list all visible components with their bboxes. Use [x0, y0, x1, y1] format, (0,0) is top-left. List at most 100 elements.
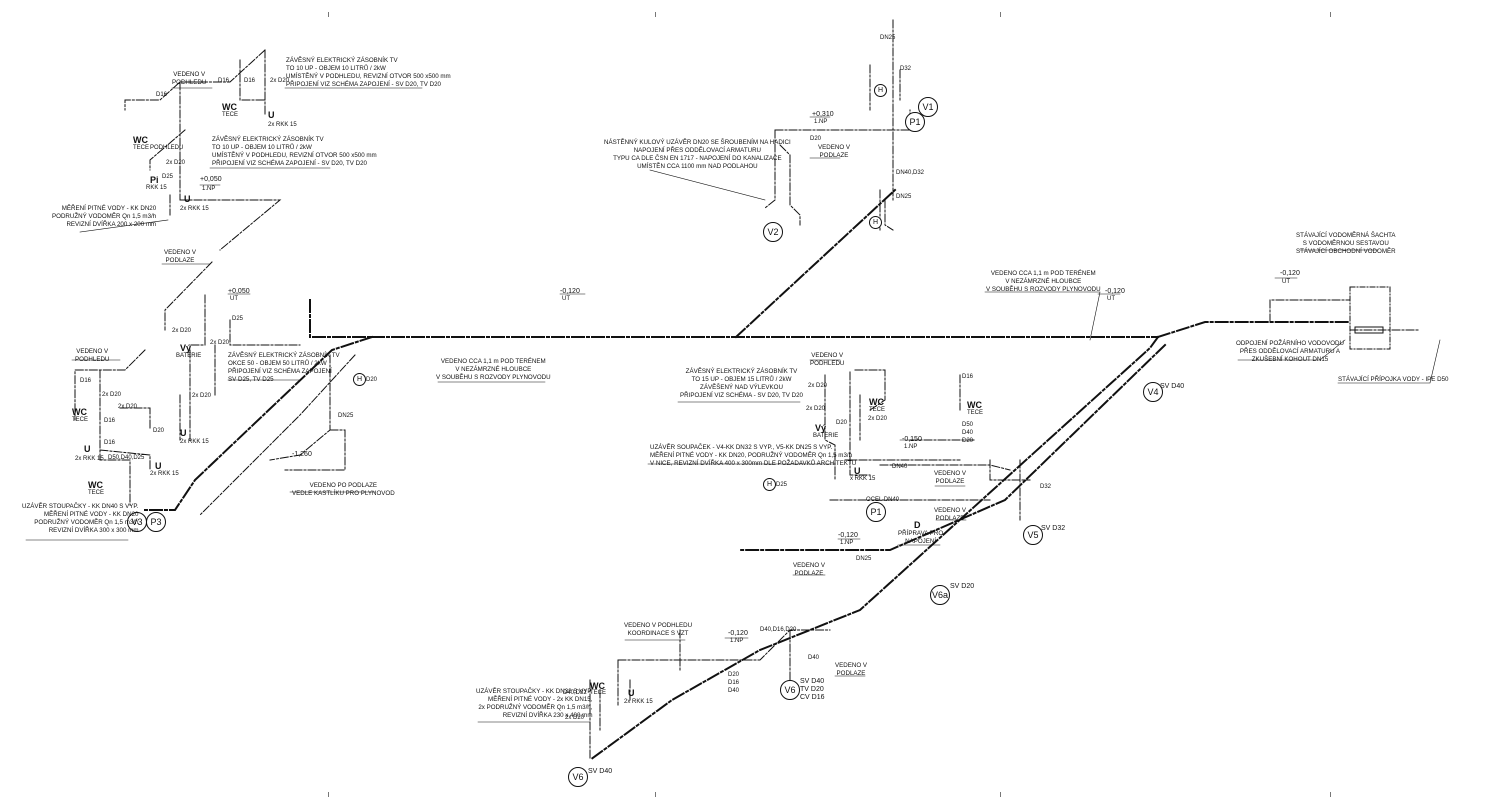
- wc-fixture-label: WC: [133, 135, 148, 145]
- sheet-border-tick: [1330, 792, 1331, 797]
- pipe-size-label: 2x D20: [210, 340, 230, 346]
- pipe-size-label: DN25: [856, 556, 872, 562]
- meter-pi-label: Pi: [150, 175, 159, 185]
- rkk-valve-label: RKK 15: [146, 185, 167, 191]
- pipe-to-meter-shaft: [1156, 321, 1351, 339]
- floor-label: UT: [1282, 279, 1290, 285]
- washbasin-u-label: U: [854, 466, 861, 476]
- shower-vy-label: Vý: [815, 423, 827, 433]
- tece-label: TECE: [590, 690, 607, 696]
- pipe-size-label: D16: [244, 78, 256, 84]
- note-kulovy-uzaver: NÁSTĚNNÝ KULOVÝ UZÁVĚR DN20 SE ŠROUBENÍM…: [604, 139, 791, 170]
- wc-fixture-label: WC: [72, 407, 87, 417]
- pipe-size-label: PODHLEDU: [150, 145, 184, 151]
- tece-label: TECE: [72, 417, 89, 423]
- tece-label: TECE: [967, 410, 984, 416]
- pipe-size-label: DN40,D32: [896, 170, 925, 176]
- riser-spec: SV D40: [588, 768, 613, 775]
- pipe-size-label: D40,D32: [563, 690, 587, 696]
- washbasin-u-label: U: [155, 461, 162, 471]
- riser-p1-mid-label: P1: [866, 502, 886, 522]
- tece-label: TECE: [88, 490, 105, 496]
- wc-fixture-label: WC: [869, 397, 884, 407]
- floor-label: 1.NP: [840, 540, 854, 546]
- pipe-size-label: OCEL DN40: [866, 497, 900, 503]
- note-uzaver-v3: UZÁVĚR STOUPAČKY - KK DN40 S VYP.MĚŘENÍ …: [22, 503, 139, 534]
- note-stavajici-pripojka: STÁVAJÍCÍ PŘÍPOJKA VODY - IPE D50: [1338, 376, 1449, 383]
- pipe-size-label: D16: [156, 92, 168, 98]
- pipe-size-label: D50,D40,D25: [108, 455, 145, 461]
- tece-label: TECE: [869, 407, 886, 413]
- hydrant-symbol: H: [763, 478, 776, 491]
- shower-vy-label: Vý: [180, 343, 192, 353]
- sheet-border-tick: [1000, 12, 1001, 17]
- riser-v1-label: V1: [918, 97, 938, 117]
- pipe-size-label: DN25: [896, 194, 912, 200]
- riser-spec: CV D16: [800, 694, 825, 701]
- rkk-valve-label: x RKK 15: [850, 476, 876, 482]
- pipe-size-label: 2x D20: [118, 404, 138, 410]
- pipe-size-label: 2x D20: [172, 328, 192, 334]
- pipe-size-label: 2x D20: [270, 78, 290, 84]
- baterie-label: BATERIE: [813, 433, 839, 439]
- sheet-border-tick: [655, 12, 656, 17]
- pipe-size-label: D25: [232, 316, 244, 322]
- pipe-size-label: D32: [900, 66, 912, 72]
- pipe-to-v5: [739, 343, 1167, 551]
- pipe-size-label: D16: [104, 440, 116, 446]
- pipe-size-label: D32: [1040, 484, 1052, 490]
- hydrant-symbol: H: [353, 373, 366, 386]
- pipe-size-label: 2x D20: [166, 160, 186, 166]
- floor-label: 1.NP: [904, 444, 918, 450]
- tece-label: TECE: [133, 145, 150, 151]
- pipe-size-label: D16: [728, 680, 740, 686]
- wc-fixture-label: WC: [88, 480, 103, 490]
- hydrant-size-label: D20: [366, 377, 378, 383]
- pipe-to-v1-riser: [734, 188, 897, 339]
- rkk-valve-label: 2x RKK 15: [180, 206, 209, 212]
- rkk-valve-label: 2x RKK 15: [180, 439, 209, 445]
- riser-spec: TV D20: [800, 686, 824, 693]
- hydrant-symbol: H: [874, 84, 887, 97]
- elevation-label: -0,120: [560, 288, 580, 295]
- floor-label: 1.NP: [814, 119, 828, 125]
- pipe-size-label: 2x D20: [192, 393, 212, 399]
- riser-spec: SV D40: [1160, 383, 1185, 390]
- washbasin-u-label: U: [268, 110, 275, 120]
- washbasin-u-label: U: [628, 688, 635, 698]
- pipe-size-label: DN25: [880, 35, 896, 41]
- pipe-diagonal-lower: [588, 335, 1160, 762]
- riser-v6-mid-label: V6: [780, 680, 800, 700]
- rkk-valve-label: 2x RKK 15: [624, 699, 653, 705]
- pipe-size-label: D40: [962, 430, 974, 436]
- rkk-valve-label: 2x RKK 15: [150, 471, 179, 477]
- pipe-size-label: 2x D20: [102, 392, 122, 398]
- pipe-size-label: D20: [836, 420, 848, 426]
- meter-shaft-box: [1349, 286, 1391, 350]
- hydrant-symbol: H: [869, 216, 882, 229]
- riser-spec: SV D20: [950, 583, 975, 590]
- pipe-size-label: D20: [153, 428, 165, 434]
- tece-label: TECE: [222, 112, 239, 118]
- pipe-size-label: D16: [218, 78, 230, 84]
- pipe-size-label: 2x D20: [868, 416, 888, 422]
- elevation-label: -1,260: [292, 451, 312, 458]
- wc-fixture-label: WC: [590, 681, 605, 691]
- pipe-size-label: D40: [808, 655, 820, 661]
- rkk-valve-label: 2x RKK 15: [75, 456, 104, 462]
- baterie-label: BATERIE: [176, 353, 202, 359]
- pipe-size-label: D20: [810, 136, 822, 142]
- pipe-size-label: D16: [104, 418, 116, 424]
- note-uzaver-v4: UZÁVĚR SOUPAČEK - V4-KK DN32 S VYP., V5-…: [650, 444, 857, 467]
